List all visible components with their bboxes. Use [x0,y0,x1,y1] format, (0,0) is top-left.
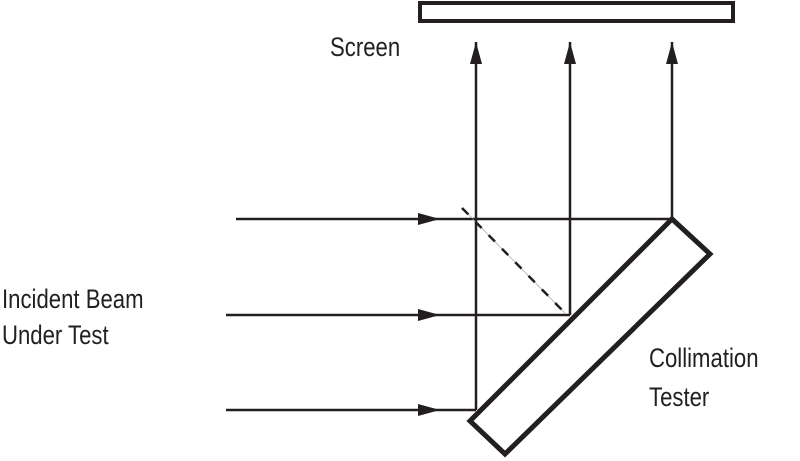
incident-beam-label-line1: Incident Beam [2,284,144,314]
collimation-tester-plate [466,215,714,458]
screen-label: Screen [330,32,401,62]
collimation-tester-label-line1: Collimation [649,343,759,373]
incident-beam-label-line2: Under Test [2,320,109,350]
collimation-tester-label-line2: Tester [649,382,710,412]
output-beams [470,42,678,410]
dashed-reflection [461,207,566,314]
incident-beams [226,213,672,416]
screen-plate [418,1,735,23]
